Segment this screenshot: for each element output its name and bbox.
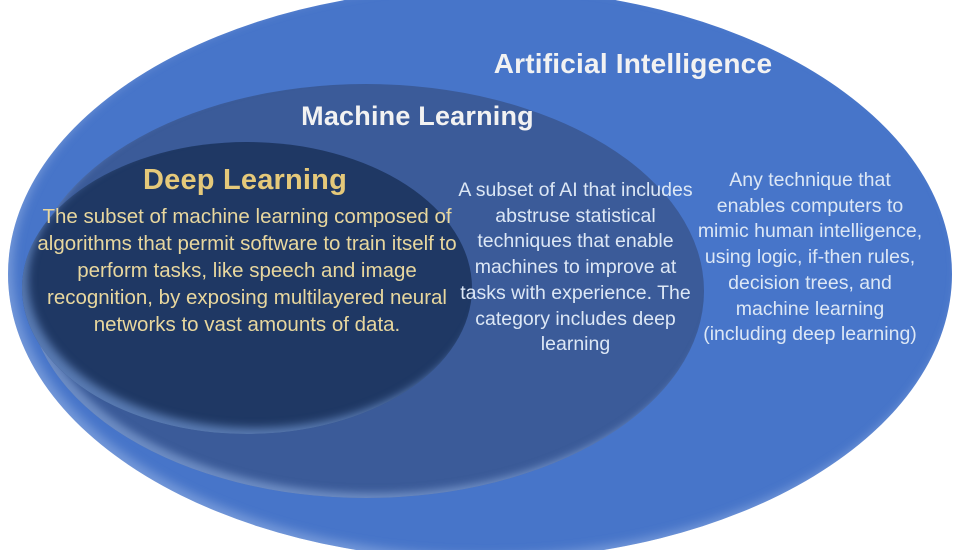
artificial-intelligence-title: Artificial Intelligence	[493, 48, 773, 79]
deep-learning-ellipse	[22, 142, 472, 434]
machine-learning-description: A subset of AI that includes abstruse st…	[458, 179, 693, 356]
deep-learning-title: Deep Learning	[142, 164, 348, 196]
machine-learning-title: Machine Learning	[301, 101, 534, 131]
artificial-intelligence-description: Any technique that enables computers to …	[697, 169, 923, 346]
deep-learning-description: The subset of machine learning composed …	[37, 205, 457, 337]
